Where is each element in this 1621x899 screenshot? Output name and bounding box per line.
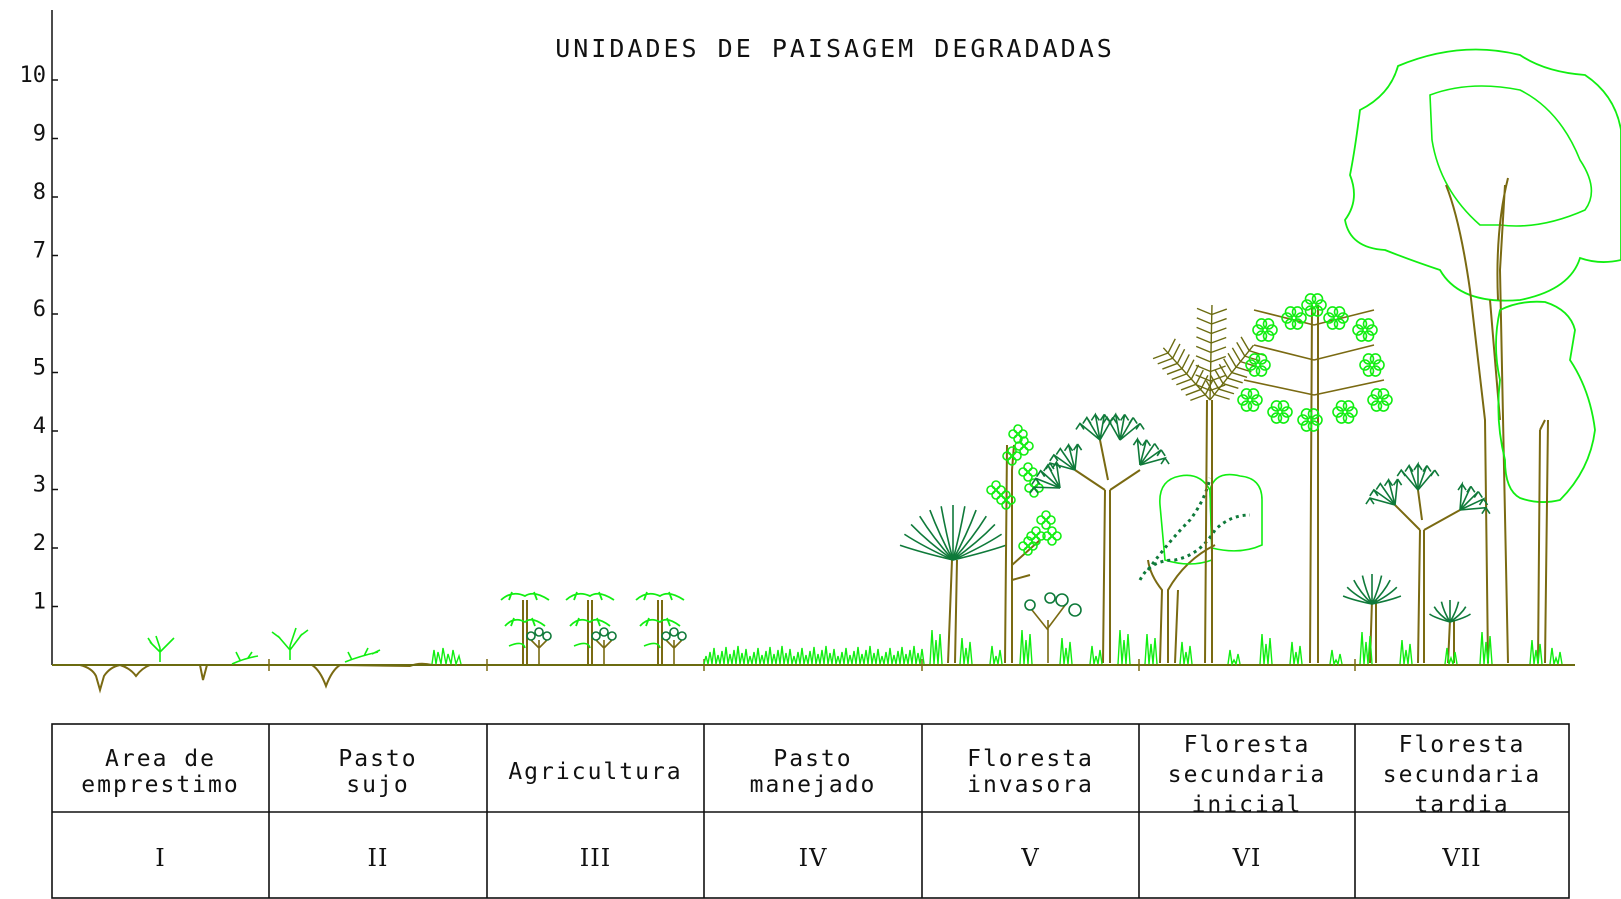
unit-name-line: Pasto (338, 746, 417, 772)
unit-table (51, 723, 1570, 899)
unit-numeral: VI (1232, 844, 1262, 872)
ground-line (52, 662, 1575, 694)
unit-name-line: Floresta (1184, 732, 1311, 758)
palm-icon (1152, 305, 1265, 664)
y-tick-label: 7 (33, 239, 46, 264)
y-tick-label: 9 (33, 122, 46, 147)
unit-numeral: I (155, 844, 165, 872)
tree-icon (1495, 300, 1596, 664)
y-tick-label: 6 (33, 297, 46, 322)
unit-name-line: sujo (346, 772, 409, 798)
grass-icon (929, 629, 1131, 665)
shrub-icon (147, 627, 381, 665)
tree-icon (1138, 473, 1263, 664)
y-axis-ticks: 1 2 3 4 5 6 7 8 9 10 (20, 63, 58, 615)
shrub-icon (1024, 592, 1082, 663)
unit-name-line: emprestimo (81, 772, 239, 798)
diagram-title: UNIDADES DE PAISAGEM DEGRADADAS (555, 34, 1115, 63)
unit-numeral: IV (799, 844, 828, 872)
tree-icon (1344, 48, 1621, 664)
unit-name-line: secundaria (1168, 762, 1326, 788)
y-tick-label: 4 (33, 414, 46, 439)
y-tick-label: 2 (33, 531, 46, 556)
y-tick-label: 3 (33, 473, 46, 498)
palm-icon (1365, 461, 1491, 664)
palm-icon (1342, 574, 1402, 664)
grass-icon (1359, 631, 1563, 665)
palm-icon (1029, 412, 1170, 664)
unit-name-line: inicial (1192, 792, 1303, 818)
unit-name-line: manejado (750, 772, 877, 798)
unit-numeral: II (368, 844, 389, 872)
unit-name-line: Area de (105, 746, 216, 772)
crop-plants (500, 591, 687, 664)
grass-icon (703, 645, 925, 665)
unit-numeral: VII (1441, 844, 1481, 872)
unit-numeral: V (1020, 844, 1039, 872)
grass-icon (1144, 633, 1343, 667)
grass-icon (431, 647, 462, 667)
unit-numeral: III (580, 844, 611, 872)
unit-name-line: Floresta (967, 746, 1094, 772)
y-tick-label: 1 (33, 590, 46, 615)
unit-name-line: Floresta (1399, 732, 1526, 758)
y-tick-label: 8 (33, 180, 46, 205)
unit-name-line: invasora (967, 772, 1094, 798)
tree-icon (1237, 293, 1393, 664)
y-tick-label: 5 (33, 356, 46, 381)
palm-icon (1429, 600, 1471, 664)
unit-table-cells: Area deemprestimoIPastosujoIIAgricultura… (81, 724, 1541, 898)
y-tick-label: 10 (20, 63, 47, 88)
unit-name-line: Pasto (773, 746, 852, 772)
unit-name-line: secundaria (1383, 762, 1541, 788)
unit-name-line: tardia (1414, 792, 1509, 818)
unit-name-line: Agricultura (508, 759, 682, 785)
unit-boundary-ticks (268, 659, 1356, 671)
palm-icon (899, 505, 1007, 664)
